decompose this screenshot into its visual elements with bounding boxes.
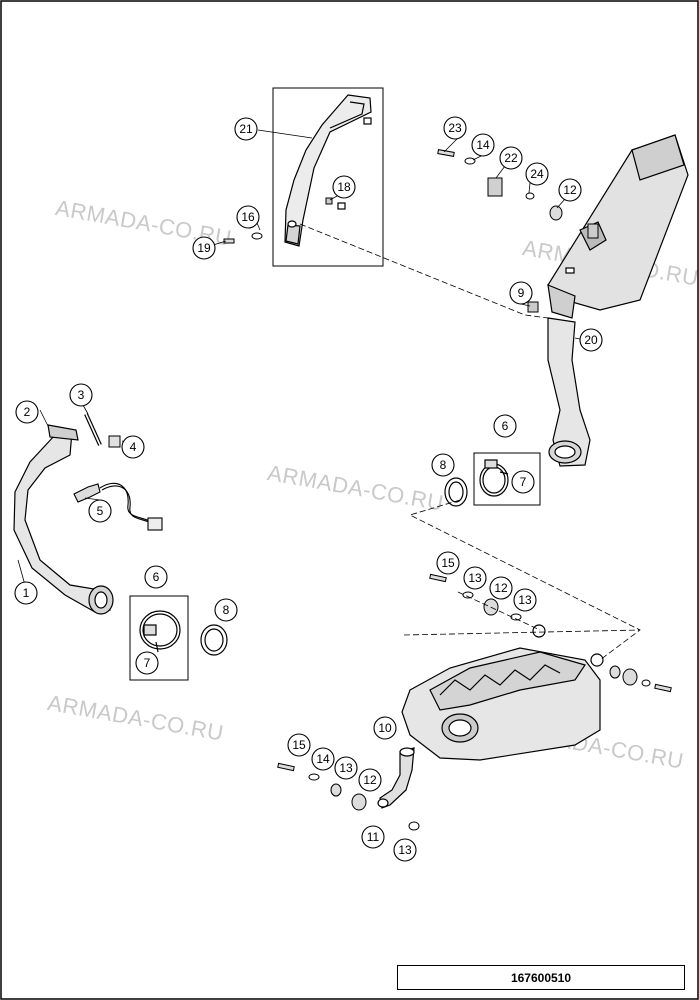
callout-12: 12 bbox=[363, 773, 377, 787]
callout-13: 13 bbox=[398, 843, 412, 857]
callout-8: 8 bbox=[223, 603, 230, 617]
callout-12: 12 bbox=[494, 581, 508, 595]
main-silencer bbox=[401, 624, 604, 761]
lambda-sensor bbox=[73, 482, 163, 531]
header-pipe bbox=[13, 424, 114, 615]
link-pipe bbox=[547, 317, 591, 467]
callout-19: 19 bbox=[197, 241, 211, 255]
callout-circles bbox=[14, 116, 603, 862]
callout-7: 7 bbox=[520, 475, 527, 489]
mount-bracket bbox=[377, 747, 415, 809]
callout-7: 7 bbox=[144, 656, 151, 670]
document-number-box: 167600510 bbox=[397, 965, 685, 990]
clamp-right bbox=[479, 459, 509, 497]
callout-20: 20 bbox=[584, 333, 598, 347]
callout-10: 10 bbox=[378, 721, 392, 735]
callout-4: 4 bbox=[130, 440, 137, 454]
sleeve-4 bbox=[108, 435, 121, 448]
callout-24: 24 bbox=[530, 167, 544, 181]
callout-15: 15 bbox=[441, 556, 455, 570]
gasket-ring-right bbox=[444, 477, 468, 507]
clamp-left bbox=[139, 610, 181, 653]
callout-16: 16 bbox=[241, 210, 255, 224]
callout-13: 13 bbox=[468, 571, 482, 585]
heat-shield-group-box bbox=[272, 87, 384, 267]
clamp-group-box-right bbox=[473, 452, 541, 506]
callout-23: 23 bbox=[448, 121, 462, 135]
callout-9: 9 bbox=[518, 286, 525, 300]
callout-2: 2 bbox=[24, 405, 31, 419]
callout-22: 22 bbox=[504, 151, 518, 165]
callout-12: 12 bbox=[563, 183, 577, 197]
callout-6: 6 bbox=[153, 570, 160, 584]
hardware-parts bbox=[223, 149, 672, 831]
callout-labels: 21 16 19 18 23 14 22 24 12 9 20 2 3 4 5 … bbox=[23, 121, 598, 857]
callout-6: 6 bbox=[502, 419, 509, 433]
callout-11: 11 bbox=[367, 830, 380, 844]
silencer-end-cap bbox=[547, 134, 689, 319]
callout-13: 13 bbox=[518, 593, 532, 607]
assembly-lines bbox=[299, 223, 641, 661]
callout-8: 8 bbox=[440, 458, 447, 472]
callout-18: 18 bbox=[337, 180, 351, 194]
callout-1: 1 bbox=[23, 586, 30, 600]
callout-14: 14 bbox=[316, 752, 330, 766]
callout-14: 14 bbox=[476, 138, 490, 152]
heat-shield bbox=[284, 94, 372, 247]
clamp-group-box-left bbox=[129, 595, 189, 681]
callout-15: 15 bbox=[292, 738, 306, 752]
gasket-ring-left bbox=[200, 624, 228, 656]
callout-5: 5 bbox=[97, 504, 104, 518]
callout-21: 21 bbox=[239, 122, 253, 136]
callout-13: 13 bbox=[339, 761, 353, 775]
document-number: 167600510 bbox=[510, 970, 572, 985]
callout-3: 3 bbox=[78, 388, 85, 402]
